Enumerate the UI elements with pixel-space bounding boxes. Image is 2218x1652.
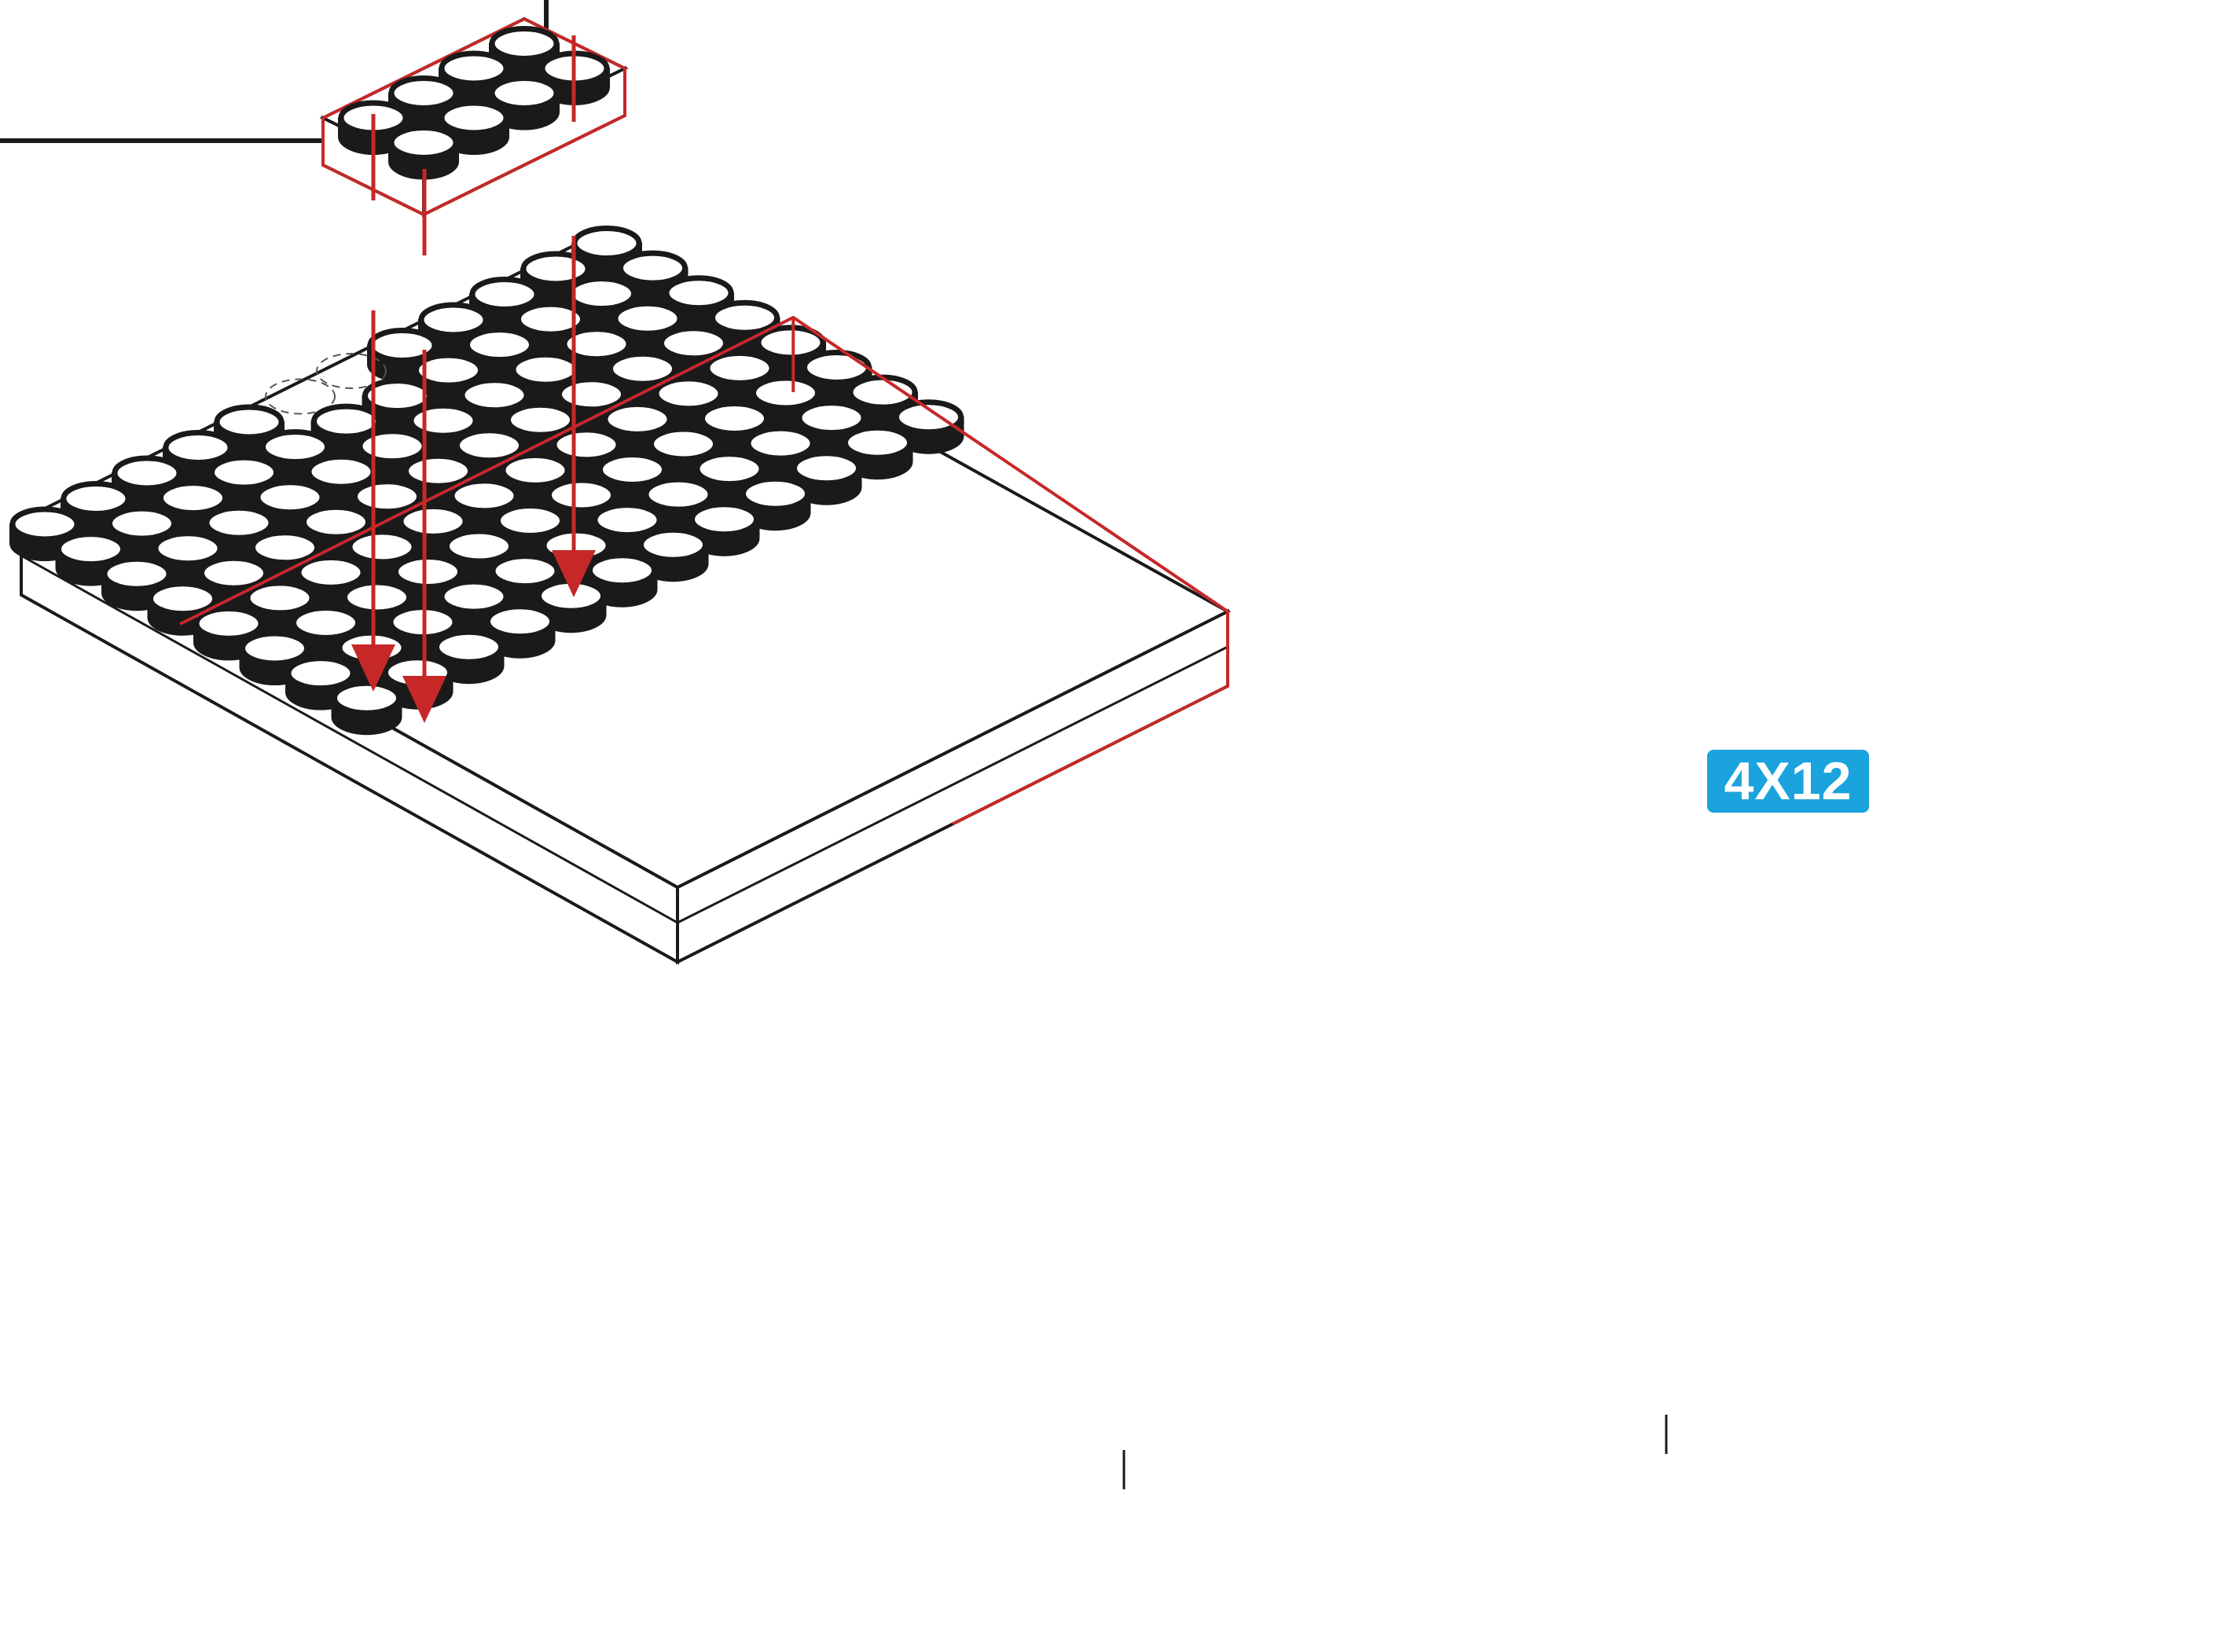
- size-badge: 4X12: [1707, 750, 1869, 813]
- stud-top: [493, 556, 557, 586]
- stud-top: [492, 79, 556, 108]
- stud-top: [442, 582, 506, 611]
- stud-top: [391, 128, 456, 158]
- stud-top: [248, 583, 312, 613]
- stud-top: [656, 379, 721, 409]
- stud-top: [795, 453, 859, 483]
- stud-top: [707, 353, 772, 383]
- stud-top: [442, 53, 506, 83]
- stud-top: [217, 407, 281, 437]
- stud-top: [560, 380, 624, 409]
- stud-top: [105, 559, 169, 589]
- stud-top: [263, 432, 328, 462]
- stud-top: [64, 484, 128, 514]
- stud-top: [396, 557, 461, 587]
- stud-top: [421, 305, 486, 335]
- stud-top: [406, 456, 471, 486]
- stud-top: [360, 431, 424, 461]
- stud-top: [488, 607, 553, 637]
- stud-top: [503, 455, 567, 485]
- stud-top: [166, 433, 230, 463]
- stud-top: [554, 430, 619, 460]
- stud-top: [590, 556, 655, 586]
- stud-top: [401, 506, 465, 536]
- stud-top: [472, 280, 537, 310]
- stud-top: [299, 557, 363, 587]
- stud-top: [156, 534, 220, 564]
- plate-stud: [332, 683, 402, 734]
- stud-top: [304, 507, 369, 537]
- stud-top: [641, 530, 706, 560]
- stud-top: [345, 582, 409, 612]
- stud-top: [196, 608, 261, 638]
- stud-top: [703, 404, 767, 434]
- stud-top: [621, 253, 685, 283]
- stud-top: [452, 481, 516, 511]
- stud-top: [754, 378, 818, 408]
- stud-top: [309, 457, 373, 486]
- stud-top: [652, 429, 716, 459]
- stud-top: [697, 454, 762, 484]
- stud-top: [350, 532, 414, 562]
- stud-top: [713, 303, 777, 332]
- stud-top: [595, 505, 659, 535]
- stud-top: [549, 480, 614, 510]
- stud-top: [575, 229, 639, 259]
- stud-top: [161, 483, 226, 513]
- stud-top: [748, 428, 813, 458]
- stud-top: [447, 531, 512, 561]
- stud-top: [442, 103, 506, 133]
- stud-top: [468, 330, 532, 360]
- stud-top: [59, 534, 123, 564]
- stud-top: [288, 659, 353, 688]
- stud-top: [115, 458, 179, 488]
- stud-top: [498, 506, 563, 536]
- stud-top: [615, 303, 680, 333]
- stud-top: [600, 455, 665, 485]
- stud-top: [202, 558, 266, 588]
- stud-top: [391, 79, 456, 108]
- stud-top: [523, 254, 588, 284]
- stud-top: [846, 428, 910, 457]
- stud-top: [212, 457, 277, 487]
- stud-top: [799, 403, 864, 433]
- stud-top: [462, 380, 527, 410]
- stud-top: [667, 278, 731, 308]
- stud-top: [314, 406, 379, 436]
- stud-top: [646, 479, 711, 509]
- stud-top: [897, 402, 961, 432]
- stud-top: [457, 431, 522, 461]
- stud-top: [744, 479, 808, 508]
- stud-top: [662, 329, 726, 358]
- stud-top: [13, 509, 77, 539]
- stud-top: [605, 404, 670, 434]
- stud-top: [243, 633, 307, 663]
- stud-top: [411, 406, 476, 435]
- stud-top: [294, 608, 358, 638]
- loose-brick: [323, 19, 625, 215]
- stud-top: [509, 405, 573, 435]
- stud-top: [207, 508, 271, 538]
- stud-top: [611, 354, 675, 384]
- stud-top: [258, 483, 322, 512]
- stud-top: [110, 508, 174, 538]
- stud-top: [151, 584, 215, 614]
- stud-top: [513, 354, 578, 384]
- stud-top: [335, 683, 399, 713]
- stud-top: [492, 29, 556, 59]
- stud-top: [805, 353, 869, 383]
- stud-top: [253, 533, 318, 563]
- stud-top: [437, 632, 501, 662]
- stud-top: [570, 279, 634, 309]
- stud-top: [692, 505, 757, 534]
- stud-top: [355, 482, 420, 512]
